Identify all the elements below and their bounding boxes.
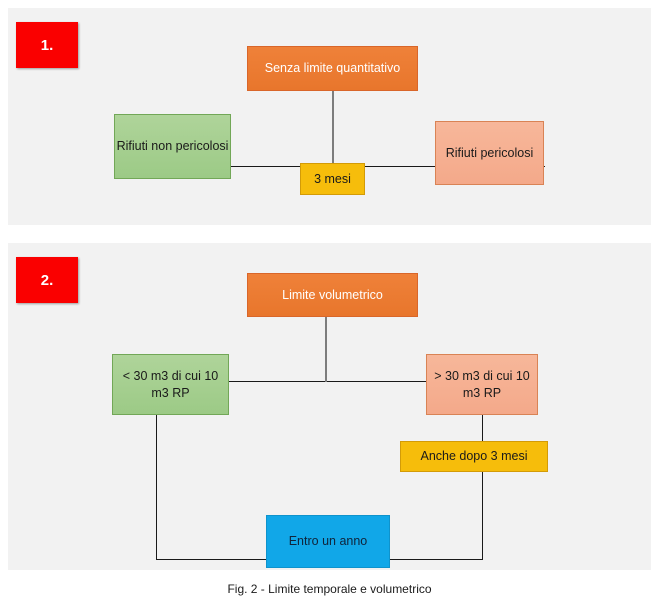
node-rifiuti-non-pericolosi[interactable]: Rifiuti non pericolosi (114, 114, 231, 179)
figure-caption: Fig. 2 - Limite temporale e volumetrico (227, 582, 432, 596)
panel-1-number-badge: 1. (16, 22, 78, 68)
connector-yellow-to-blue (389, 559, 483, 560)
connector-green-down (156, 414, 157, 560)
node-senza-limite-quantitativo[interactable]: Senza limite quantitativo (247, 46, 418, 91)
node-entro-un-anno[interactable]: Entro un anno (266, 515, 390, 568)
connector-horizontal-2 (217, 381, 429, 382)
panel-2: 2. Limite volumetrico < 30 m3 di cui 10 … (8, 243, 651, 570)
node-limite-volumetrico[interactable]: Limite volumetrico (247, 273, 418, 317)
node-rifiuti-pericolosi[interactable]: Rifiuti pericolosi (435, 121, 544, 185)
node-sopra-30-m3[interactable]: > 30 m3 di cui 10 m3 RP (426, 354, 538, 415)
panel-2-number-badge: 2. (16, 257, 78, 303)
node-sotto-30-m3[interactable]: < 30 m3 di cui 10 m3 RP (112, 354, 229, 415)
node-anche-dopo-3-mesi[interactable]: Anche dopo 3 mesi (400, 441, 548, 472)
connector-salmon-down (482, 414, 483, 560)
connector-top-to-bar-1 (332, 90, 334, 167)
connector-top-to-bar-2 (325, 316, 327, 382)
panel-1: 1. Senza limite quantitativo Rifiuti non… (8, 8, 651, 225)
connector-green-to-blue (156, 559, 269, 560)
node-3-mesi[interactable]: 3 mesi (300, 163, 365, 195)
